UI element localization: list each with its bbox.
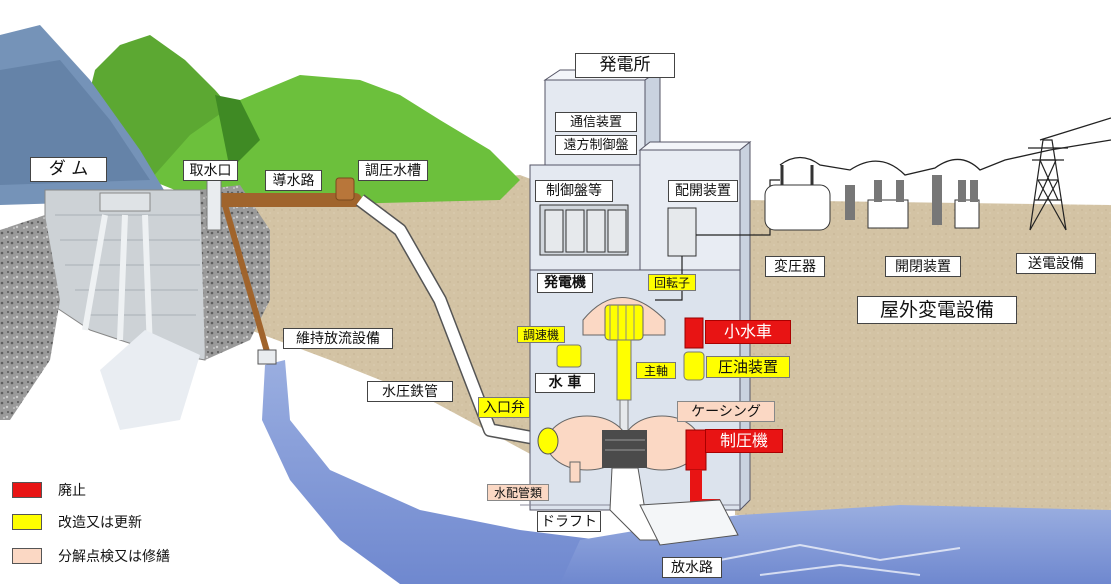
label-penstock: 水圧鉄管: [367, 381, 453, 402]
label-remote-panel: 遠方制御盤: [555, 135, 637, 155]
mountain-ridge: [215, 95, 260, 170]
legend-item-abolished: 廃止: [12, 480, 86, 500]
pressure-regulator: [685, 429, 707, 471]
label-casing: ケーシング: [677, 401, 775, 422]
label-dam: ダ ム: [30, 157, 107, 182]
transformer-unit: [764, 184, 831, 231]
legend-swatch-yellow: [12, 514, 42, 530]
label-comm-equipment: 通信装置: [555, 112, 637, 132]
legend-label: 改造又は更新: [58, 515, 142, 531]
label-distribution-pipes: 水配管類: [487, 484, 549, 501]
label-pressure-regulator: 制圧機: [705, 429, 783, 453]
label-governor: 調速機: [517, 326, 565, 343]
transmission-tower: [1028, 139, 1068, 231]
label-transmission: 送電設備: [1016, 253, 1096, 274]
dam-gravel-left: [0, 215, 60, 420]
label-rotor: 回転子: [648, 274, 696, 291]
label-powerhouse: 発電所: [575, 53, 675, 78]
label-draft-tube: ドラフト: [537, 511, 601, 532]
tailrace-channel: [639, 499, 739, 546]
label-maintenance-discharge: 維持放流設備: [283, 328, 393, 349]
label-generator: 発電機: [537, 273, 593, 293]
label-switchgear-room: 配開装置: [668, 180, 738, 202]
label-outdoor-substation: 屋外変電設備: [857, 296, 1017, 324]
legend-item-inspection: 分解点検又は修繕: [12, 546, 170, 566]
label-tailrace: 放水路: [662, 557, 722, 578]
legend-label: 廃止: [58, 483, 86, 499]
label-headrace: 導水路: [265, 170, 322, 191]
label-oil-pressure-unit: 圧油装置: [706, 356, 790, 378]
generator-rotor: [604, 304, 644, 341]
label-surge-tank: 調圧水槽: [358, 160, 428, 181]
label-switchgear: 開閉装置: [885, 256, 961, 277]
label-control-panel: 制御盤等: [535, 180, 613, 202]
legend-swatch-peach: [12, 548, 42, 564]
label-transformer: 変圧器: [765, 256, 825, 277]
legend-item-modified: 改造又は更新: [12, 512, 142, 532]
label-turbine: 水 車: [535, 373, 595, 393]
legend-label: 分解点検又は修繕: [58, 549, 170, 565]
label-small-turbine: 小水車: [705, 320, 791, 344]
main-shaft: [616, 339, 632, 401]
label-inlet-valve: 入口弁: [478, 397, 530, 418]
river: [262, 360, 700, 584]
label-intake: 取水口: [183, 160, 238, 181]
label-main-shaft: 主軸: [636, 362, 676, 379]
legend-swatch-red: [12, 482, 42, 498]
